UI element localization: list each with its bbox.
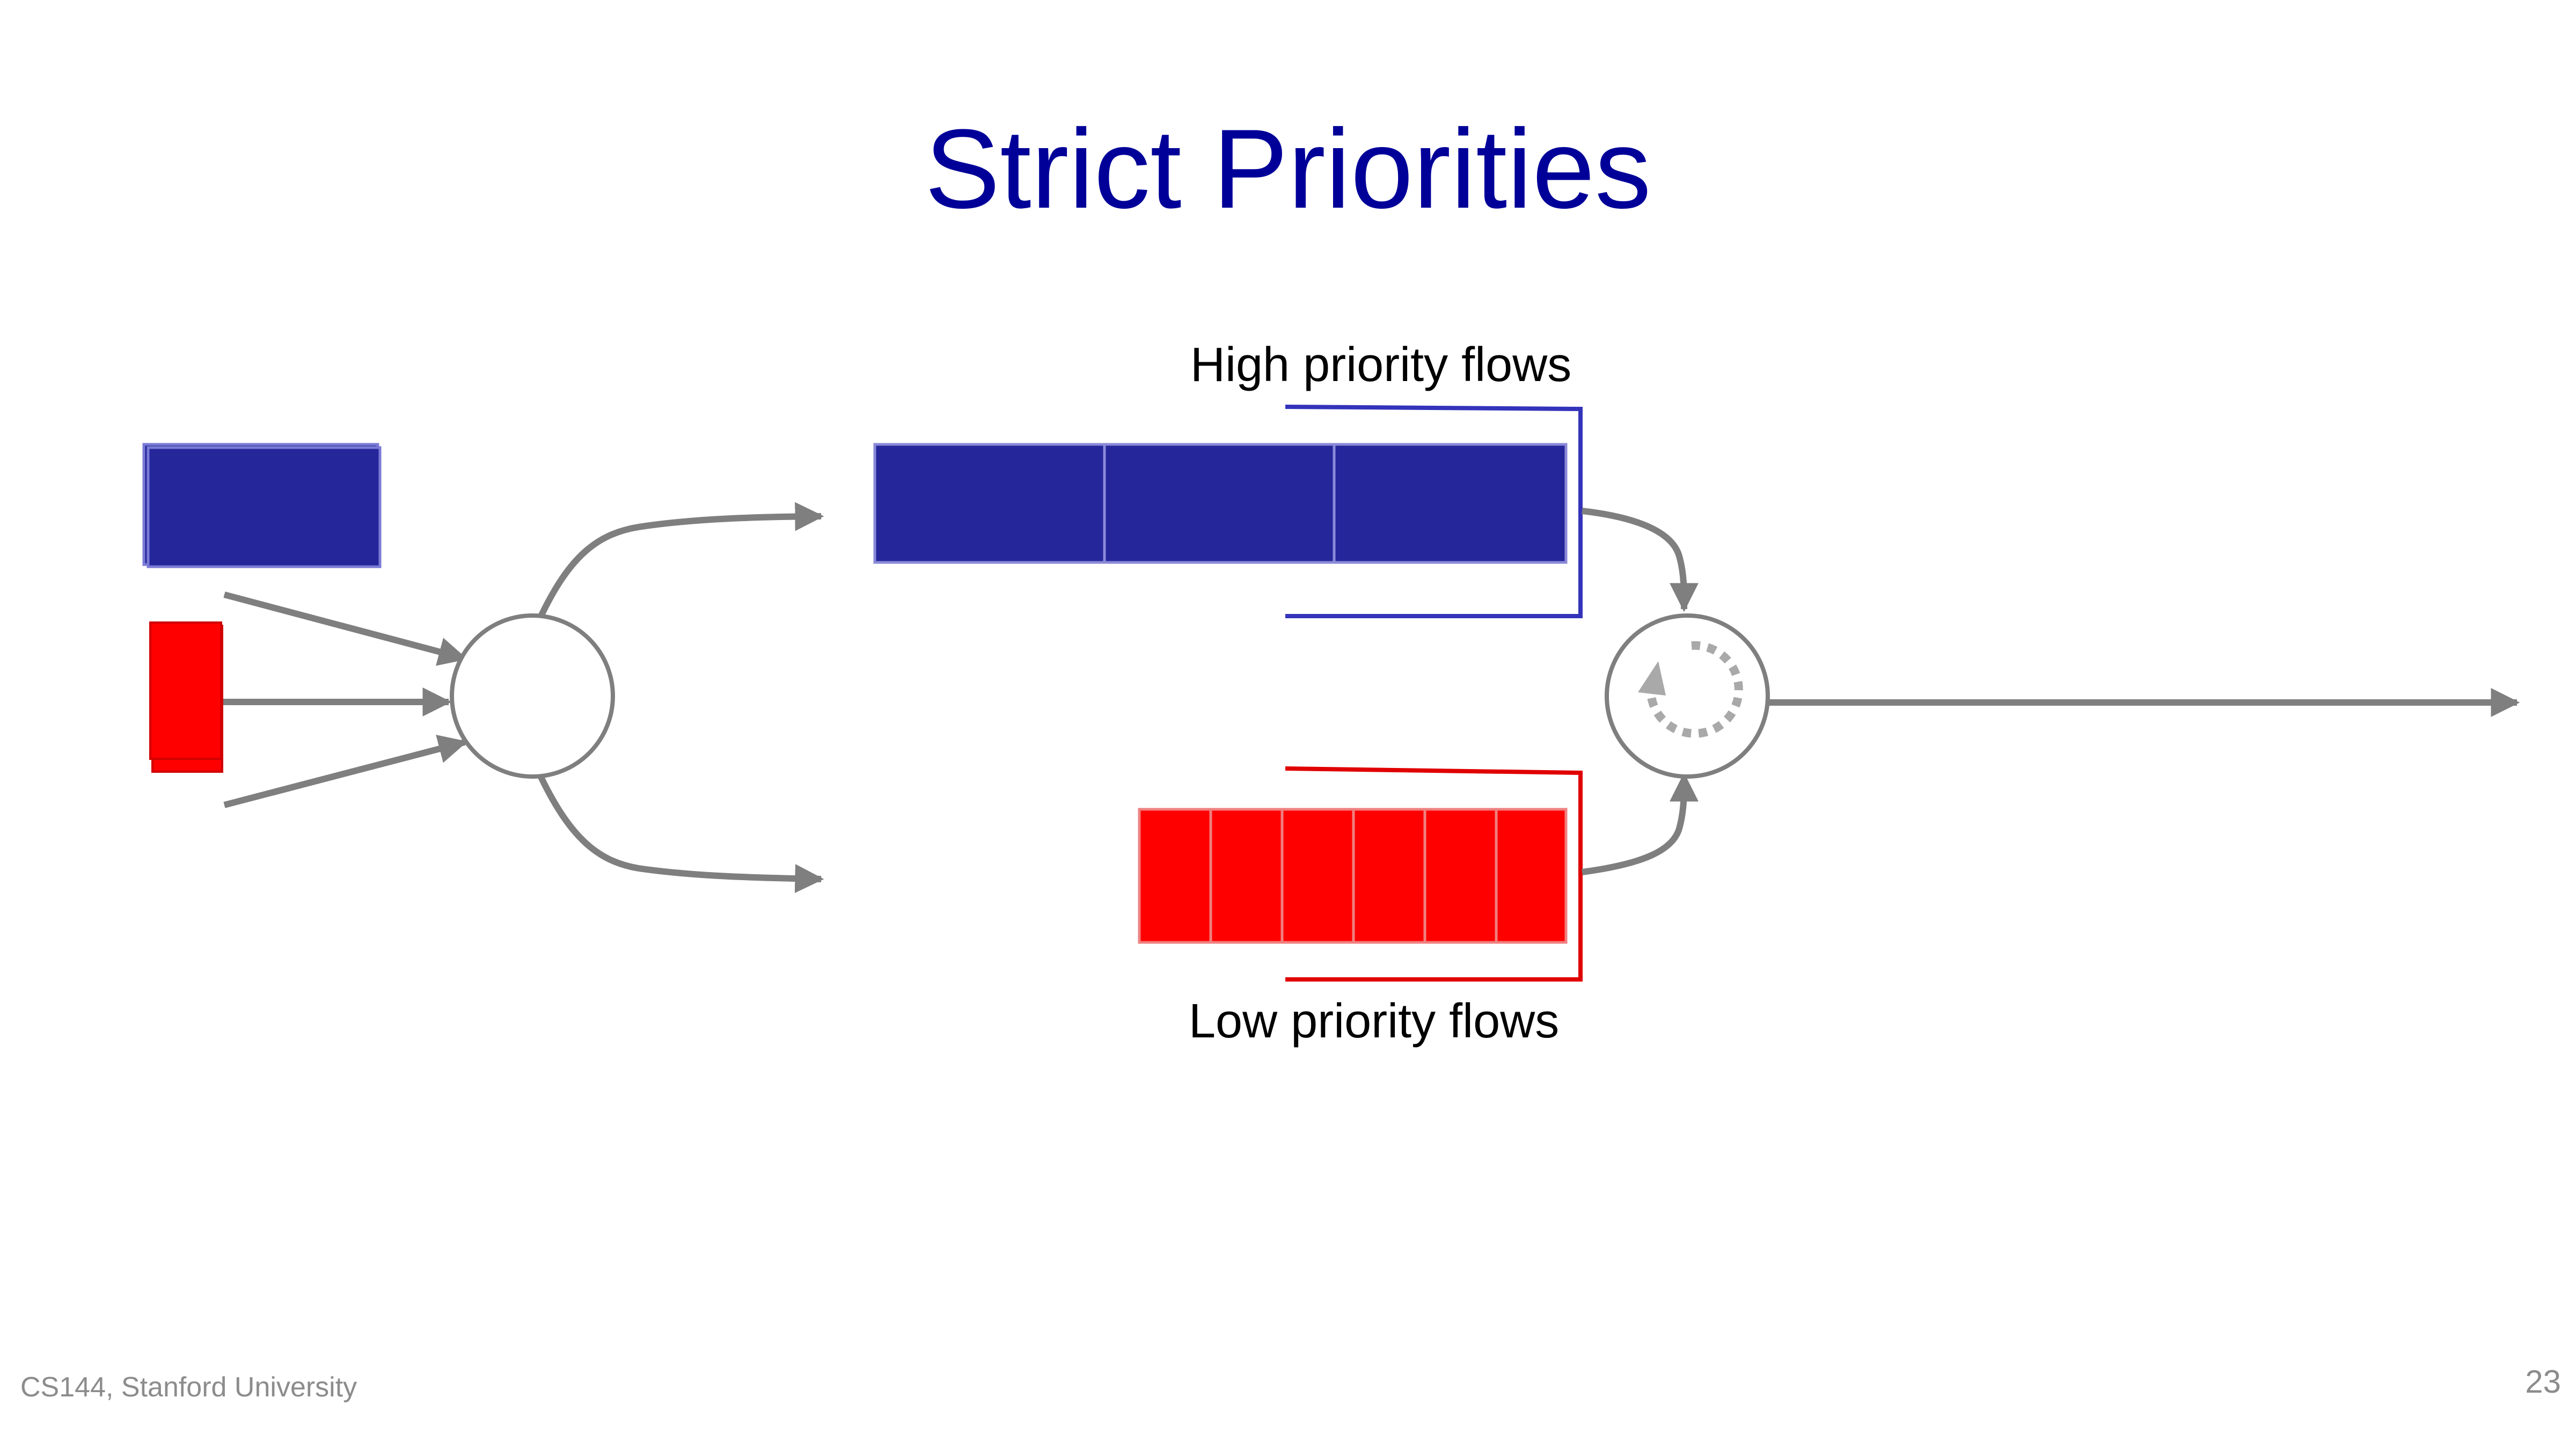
scheduler-circle	[1605, 613, 1770, 779]
low-queue-packet	[1280, 808, 1355, 944]
scheduler-rotation-arrowhead-icon	[1638, 661, 1666, 696]
high-priority-flows-label: High priority flows	[1190, 338, 1572, 392]
low-queue-packet	[1423, 808, 1498, 944]
page-number: 23	[2525, 1364, 2561, 1400]
high-queue-to-scheduler-arrow	[1582, 508, 1699, 612]
footer-text: CS144, Stanford University	[20, 1372, 357, 1403]
incoming-low-packet	[149, 621, 222, 760]
high-priority-queue	[873, 443, 1568, 564]
classifier-to-low-queue-arrow	[538, 775, 824, 894]
low-queue-to-scheduler-arrow	[1582, 772, 1699, 875]
low-queue-packet	[1209, 808, 1284, 944]
low-queue-packet	[1138, 808, 1212, 944]
high-queue-packet	[1103, 443, 1336, 564]
high-queue-packet	[873, 443, 1106, 564]
input-arrow-top	[223, 591, 468, 666]
low-priority-bracket	[1285, 766, 1583, 982]
low-queue-packet	[1352, 808, 1426, 944]
low-priority-queue	[1138, 808, 1568, 944]
scheduler-rotation-icon	[1646, 641, 1743, 738]
classifier-circle	[450, 613, 615, 779]
classifier-to-high-queue-arrow	[538, 502, 824, 618]
input-arrow-bottom	[223, 735, 468, 808]
low-queue-packet	[1495, 808, 1568, 944]
incoming-high-packet	[147, 446, 382, 568]
high-priority-bracket	[1285, 405, 1583, 618]
high-queue-packet	[1333, 443, 1568, 564]
low-priority-flows-label: Low priority flows	[1189, 994, 1560, 1048]
slide-title: Strict Priorities	[925, 106, 1651, 232]
